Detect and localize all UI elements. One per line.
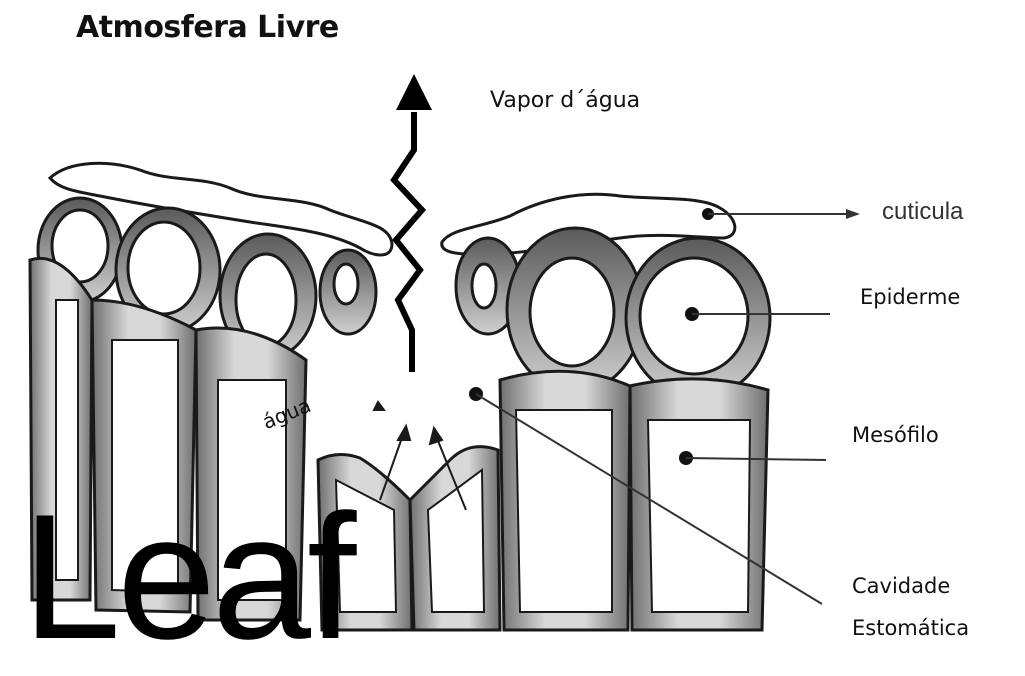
- vapor-arrow: [394, 74, 432, 372]
- watermark-leaf: Leaf: [22, 488, 352, 666]
- label-cuticula: cuticula: [882, 198, 963, 226]
- label-cavidade-line1: Cavidade: [852, 574, 950, 598]
- label-epiderme: Epiderme: [860, 285, 960, 309]
- label-mesofilo: Mesófilo: [852, 423, 939, 447]
- diagram-title: Atmosfera Livre: [76, 10, 339, 45]
- palisade-cells-right: [500, 371, 768, 630]
- label-cavidade-line2: Estomática: [852, 616, 969, 640]
- label-vapor: Vapor d´água: [490, 88, 640, 113]
